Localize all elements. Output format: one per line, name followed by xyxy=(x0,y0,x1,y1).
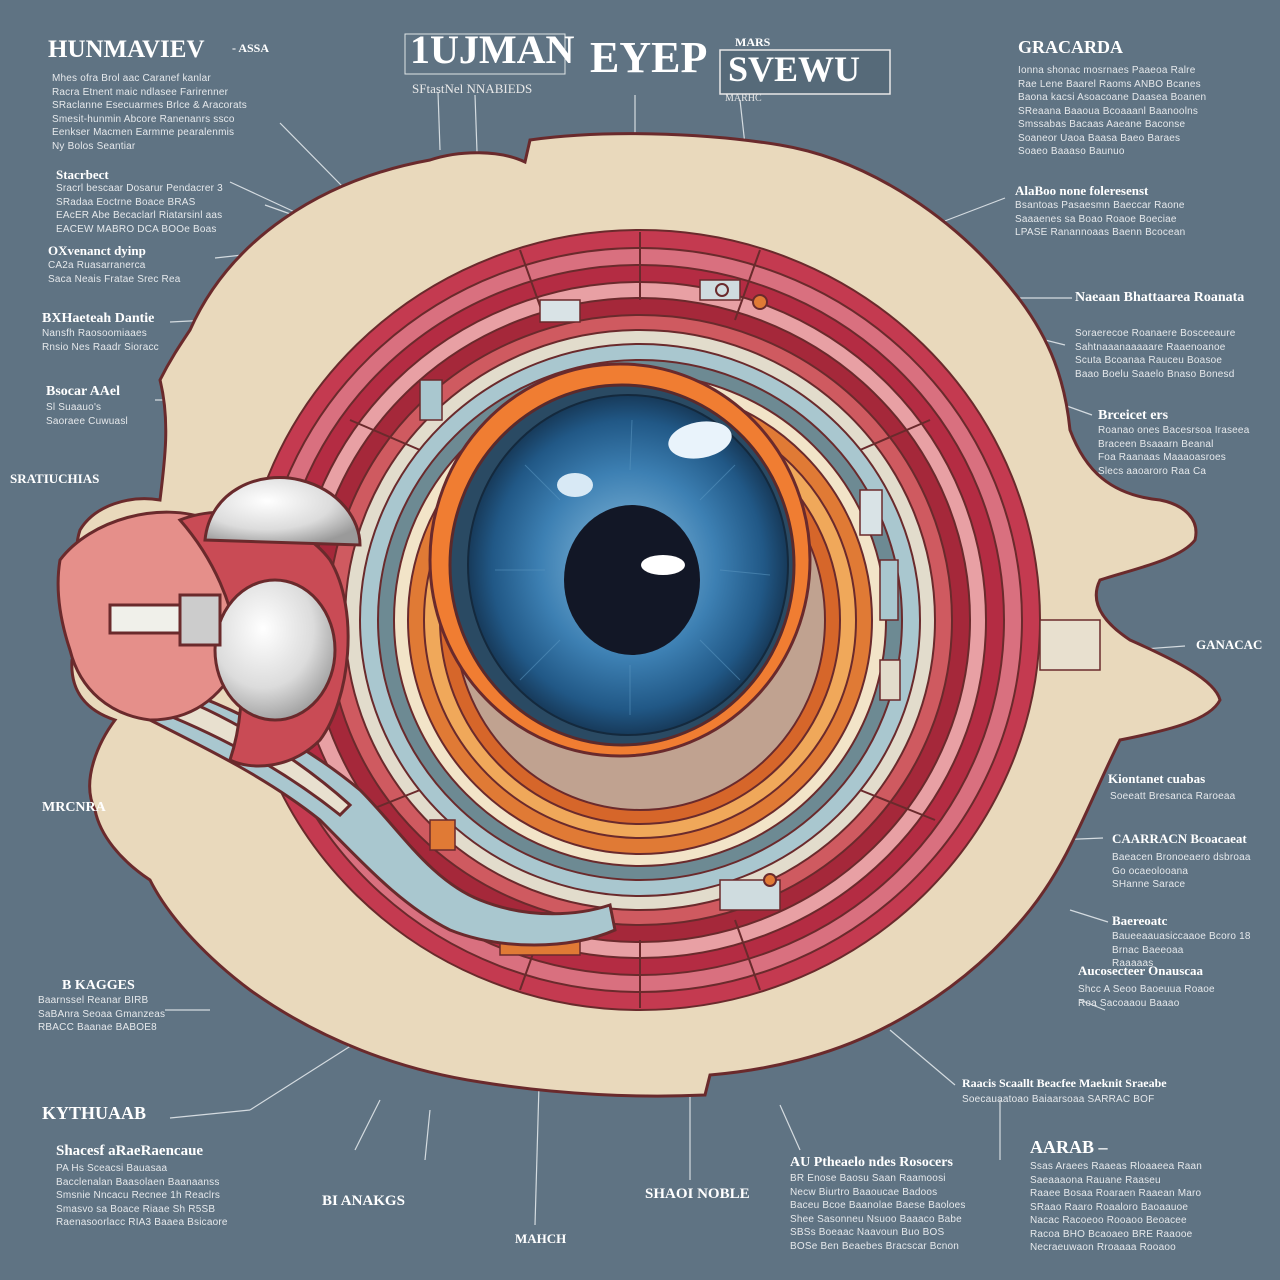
label-bottom-right-text: Ssas Araees Raaeas Rloaaeea Raan Saeaaao… xyxy=(1030,1161,1203,1253)
label-bottom-mid-2: SHAOI NOBLE xyxy=(645,1186,750,1202)
label-bkagges: B KAGGES xyxy=(62,978,135,993)
label-top-right: GRACARDA xyxy=(1018,37,1123,57)
label-bottom-mid-3: MAHCH xyxy=(515,1231,567,1246)
highlight-large xyxy=(668,421,732,459)
label-oxvenanct: OXvenanct dyinp xyxy=(48,243,146,258)
label-right-d: Brceicet ers xyxy=(1098,408,1169,423)
label-right-d-text: Roanao ones Bacesrsoa Iraseea Braceen Bs… xyxy=(1098,425,1250,477)
label-right-j: Raacis Scaallt Beacfee Maeknit Sraeabe xyxy=(962,1076,1167,1090)
title-main-part2: EYEP xyxy=(590,33,708,82)
lens-dome-icon xyxy=(203,476,362,547)
title-left-suffix: - ASSA xyxy=(232,41,270,55)
label-oxvenanct-text: CA2a Ruasarranerca Saca Neais Fratae Sre… xyxy=(48,260,181,285)
label-right-h-text: Baueeaauasiccaaoe Bcoro 18 Brnac Baeeoaa… xyxy=(1112,931,1251,969)
label-top-right-text: Ionna shonac mosrnaes Paaeoa Ralre Rae L… xyxy=(1018,65,1207,157)
label-right-a-text: Bsantoas Pasaesmn Baeccar Raone Saaaenes… xyxy=(1015,200,1186,238)
label-bottom-left: Shacesf aRaeRaencaue xyxy=(56,1143,204,1159)
title-badge-top: MARS xyxy=(735,35,771,49)
label-right-g: CAARRACN Bcoacaeat xyxy=(1112,831,1247,846)
title-badge-frame xyxy=(719,49,891,95)
label-right-g-text: Baeacen Bronoeaero dsbroaa Go ocaeolooan… xyxy=(1112,852,1251,890)
label-stacrbect: Stacrbect xyxy=(56,167,109,182)
eyeball xyxy=(428,362,812,758)
label-right-i: Aucosecteer Onauscaa xyxy=(1078,963,1204,978)
pupil-highlight xyxy=(641,555,685,575)
title-left: HUNMAVIEV xyxy=(48,36,205,63)
label-right-f-text: Soeeatt Bresanca Raroeaa xyxy=(1110,791,1236,802)
label-right-b: Naeaan Bhattaarea Roanata xyxy=(1075,290,1245,305)
highlight-small xyxy=(557,473,593,497)
label-right-e: GANACAC xyxy=(1196,637,1263,652)
label-bottom-mid-1: BI ANAKGS xyxy=(322,1193,405,1209)
top-left-paragraph: Mhes ofra Brol aac Caranef kanlar Racra … xyxy=(52,73,247,152)
label-bxhaeteah: BXHaeteah Dantie xyxy=(42,311,155,326)
label-right-h: Baereoatc xyxy=(1112,913,1168,928)
label-bottom-center-text: BR Enose Baosu Saan Raamoosi Necw Biurtr… xyxy=(790,1173,966,1252)
title-badge-sub: MARHC xyxy=(725,93,762,104)
label-bsocar: Bsocar AAel xyxy=(46,384,121,399)
ring-marker-icon xyxy=(715,283,777,887)
label-sratiuchias: SRATIUCHIAS xyxy=(10,471,100,486)
label-kythuaab: KYTHUAAB xyxy=(42,1103,147,1123)
label-bsocar-text: Sl Suaauo's Saoraee Cuwuasl xyxy=(46,402,128,427)
title-subtitle: SFtastNel NNABIEDS xyxy=(412,81,533,96)
label-bkagges-text: Baarnssel Reanar BIRB SaBAnra Seoaa Gman… xyxy=(38,995,166,1033)
label-bottom-right: AARAB – xyxy=(1030,1137,1108,1157)
label-right-j-text: Soecauaatoao Baiaarsoaa SARRAC BOF xyxy=(962,1094,1155,1105)
title-main-part1: 1UJMAN xyxy=(410,27,575,72)
label-stacrbect-text: Sracrl bescaar Dosarur Pendacrer 3 SRada… xyxy=(56,183,223,235)
label-bottom-left-text: PA Hs Sceacsi Bauasaa Bacclenalan Baasol… xyxy=(56,1163,228,1228)
pupil xyxy=(564,505,700,655)
label-mrcnra: MRCNRA xyxy=(42,800,106,815)
ring-panels xyxy=(419,279,1101,956)
title-badge: SVEWU xyxy=(728,49,861,89)
iris-streaks xyxy=(495,419,771,715)
label-right-a: AlaBoo none foleresenst xyxy=(1015,183,1149,198)
title-underline-box xyxy=(404,33,566,75)
label-right-c-text: Soraerecoe Roanaere Bosceeaure Sahtnaaan… xyxy=(1075,328,1236,380)
label-bxhaeteah-text: Nansfh Raosoomiaaes Rnsio Nes Raadr Sior… xyxy=(42,328,159,353)
label-right-f: Kiontanet cuabas xyxy=(1108,771,1206,786)
lens-assembly xyxy=(56,476,362,768)
label-right-i-text: Shcc A Seoo Baoeuua Roaoe Roa Sacoaaou B… xyxy=(1078,984,1215,1009)
label-bottom-center: AU Ptheaelo ndes Rosocers xyxy=(790,1155,953,1170)
